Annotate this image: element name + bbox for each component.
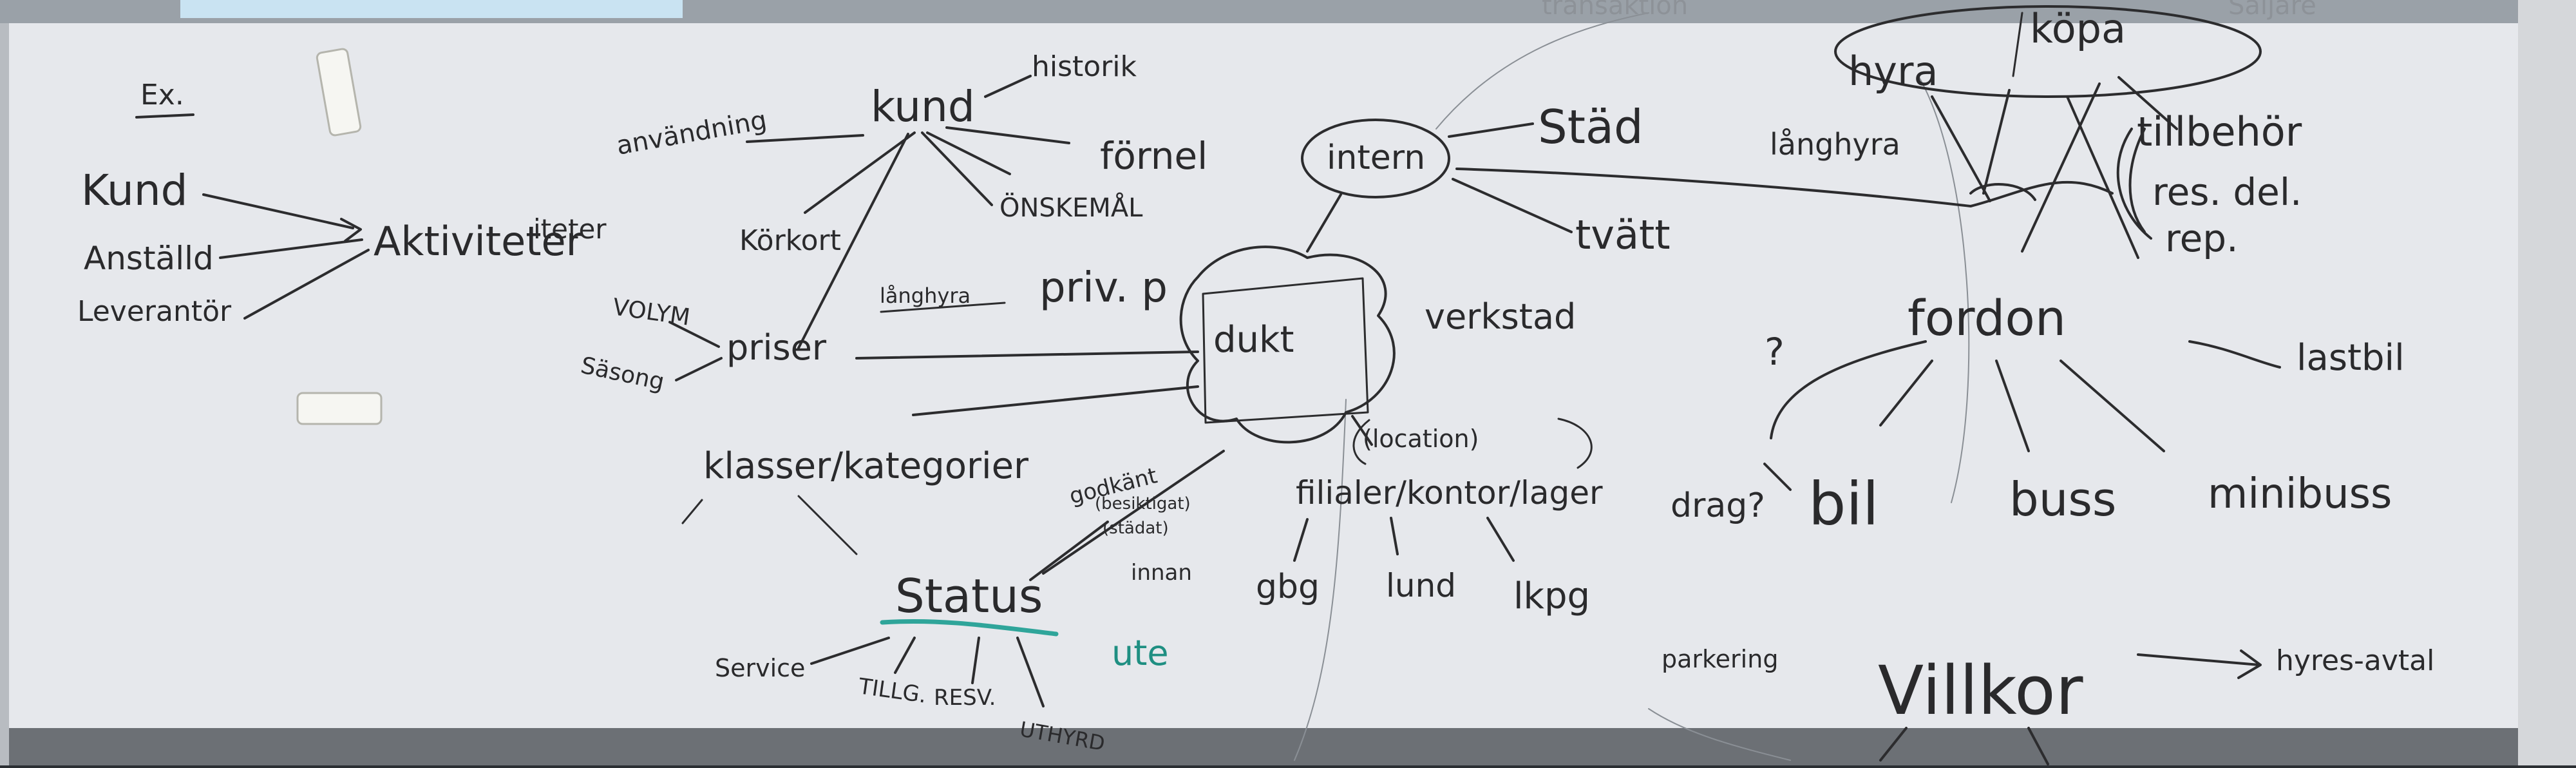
villkor-lines bbox=[1879, 727, 2049, 765]
res-del-item: res. del. bbox=[2152, 170, 2302, 214]
hyra-langhyra: långhyra bbox=[1770, 127, 1900, 162]
example-item-kund: Kund bbox=[81, 166, 188, 215]
priser-langhyra: långhyra bbox=[880, 283, 971, 308]
example-heading: Ex. bbox=[140, 79, 184, 111]
hyra-kopa-top-right: Säljare bbox=[2228, 0, 2316, 21]
bottom-tray bbox=[6, 728, 2518, 765]
status-branch-lines bbox=[810, 450, 1225, 707]
produkt-box bbox=[1202, 277, 1369, 424]
kund-branch-lines bbox=[746, 75, 1070, 349]
tillbehor-bracket bbox=[2116, 128, 2152, 240]
produkt-tvatt: tvätt bbox=[1575, 211, 1671, 258]
status-stadat: (städat) bbox=[1103, 519, 1169, 538]
left-edge bbox=[0, 23, 9, 765]
produkt-stad: Städ bbox=[1538, 100, 1643, 154]
hyra-kopa-top: transaktion bbox=[1542, 0, 1688, 21]
priser-priv: priv. p bbox=[1039, 264, 1168, 312]
tillbehor-item: tillbehör bbox=[2137, 108, 2302, 155]
status-underline bbox=[880, 619, 1059, 637]
fordon-bil: bil bbox=[1808, 470, 1879, 539]
priser-to-produkt bbox=[855, 350, 1199, 416]
kund-onskemal: ÖNSKEMÅL bbox=[999, 192, 1143, 223]
example-item-anstalld: Anställd bbox=[84, 240, 214, 277]
status-besiktigat: (besiktigat) bbox=[1095, 494, 1191, 514]
priser-arrows bbox=[668, 321, 723, 381]
produkt-center: dukt bbox=[1213, 319, 1294, 361]
filialer-label: filialer/kontor/lager bbox=[1296, 474, 1603, 512]
villkor-parkering: parkering bbox=[1662, 645, 1778, 673]
status-innan: innan bbox=[1131, 560, 1192, 586]
faint-strokes bbox=[1294, 12, 1970, 761]
hyra-kopa-lines bbox=[1931, 76, 2178, 259]
fordon-question: ? bbox=[1765, 330, 1785, 374]
whiteboard bbox=[6, 23, 2518, 758]
fordon-drag: drag? bbox=[1671, 486, 1765, 525]
kund-center: kund bbox=[871, 82, 975, 131]
hyra-label: hyra bbox=[1848, 48, 1938, 95]
right-wall bbox=[2518, 0, 2576, 765]
status-ute: ute bbox=[1112, 633, 1169, 673]
priser-langhyra-underline bbox=[880, 302, 1006, 313]
status-resv: RESV. bbox=[934, 685, 996, 711]
example-target-suffix: iteter bbox=[533, 213, 607, 245]
kopa-label: köpa bbox=[2030, 5, 2126, 52]
example-item-leverantor: Leverantör bbox=[77, 295, 232, 328]
example-arrows bbox=[202, 193, 370, 320]
villkor-label: Villkor bbox=[1878, 651, 2083, 730]
example-target: Aktiviteter bbox=[374, 218, 583, 265]
klasser-label: klasser/kategorier bbox=[703, 445, 1029, 487]
window-glare bbox=[180, 0, 683, 18]
kund-historik: historik bbox=[1032, 50, 1137, 83]
kund-fornel: förnel bbox=[1100, 134, 1208, 178]
klasser-lines bbox=[681, 495, 858, 555]
villkor-arrow bbox=[2137, 649, 2262, 679]
rep-item: rep. bbox=[2165, 216, 2239, 260]
filialer-lund: lund bbox=[1386, 567, 1456, 604]
filialer-gbg: gbg bbox=[1256, 568, 1320, 606]
produkt-verkstad: verkstad bbox=[1425, 296, 1576, 337]
hyra-kopa-oval bbox=[1834, 5, 2262, 98]
magnet-left bbox=[296, 392, 383, 425]
kund-korkort: Körkort bbox=[739, 224, 841, 257]
status-label: Status bbox=[895, 569, 1043, 623]
fordon-minibuss: minibuss bbox=[2208, 470, 2392, 518]
filialer-location: (location) bbox=[1363, 425, 1479, 453]
status-service: Service bbox=[715, 654, 805, 682]
example-heading-underline bbox=[135, 113, 194, 119]
produkt-cloud bbox=[1179, 245, 1396, 444]
fordon-branch-lines bbox=[1763, 340, 2281, 491]
produkt-branch-lines bbox=[1306, 122, 2114, 253]
magnet-top bbox=[316, 48, 362, 137]
priser-label: priser bbox=[726, 327, 827, 368]
fordon-buss: buss bbox=[2009, 472, 2116, 526]
fordon-lastbil: lastbil bbox=[2297, 337, 2405, 379]
filialer-branch-lines bbox=[1293, 415, 1515, 562]
villkor-target: hyres-avtal bbox=[2276, 644, 2434, 677]
produkt-intern-oval bbox=[1301, 119, 1450, 198]
location-bracket bbox=[1352, 418, 1593, 469]
filialer-lkpg: lkpg bbox=[1513, 575, 1590, 617]
produkt-intern: intern bbox=[1327, 139, 1425, 177]
fordon-label: fordon bbox=[1908, 289, 2066, 347]
hyra-kopa-divider bbox=[2012, 12, 2023, 77]
